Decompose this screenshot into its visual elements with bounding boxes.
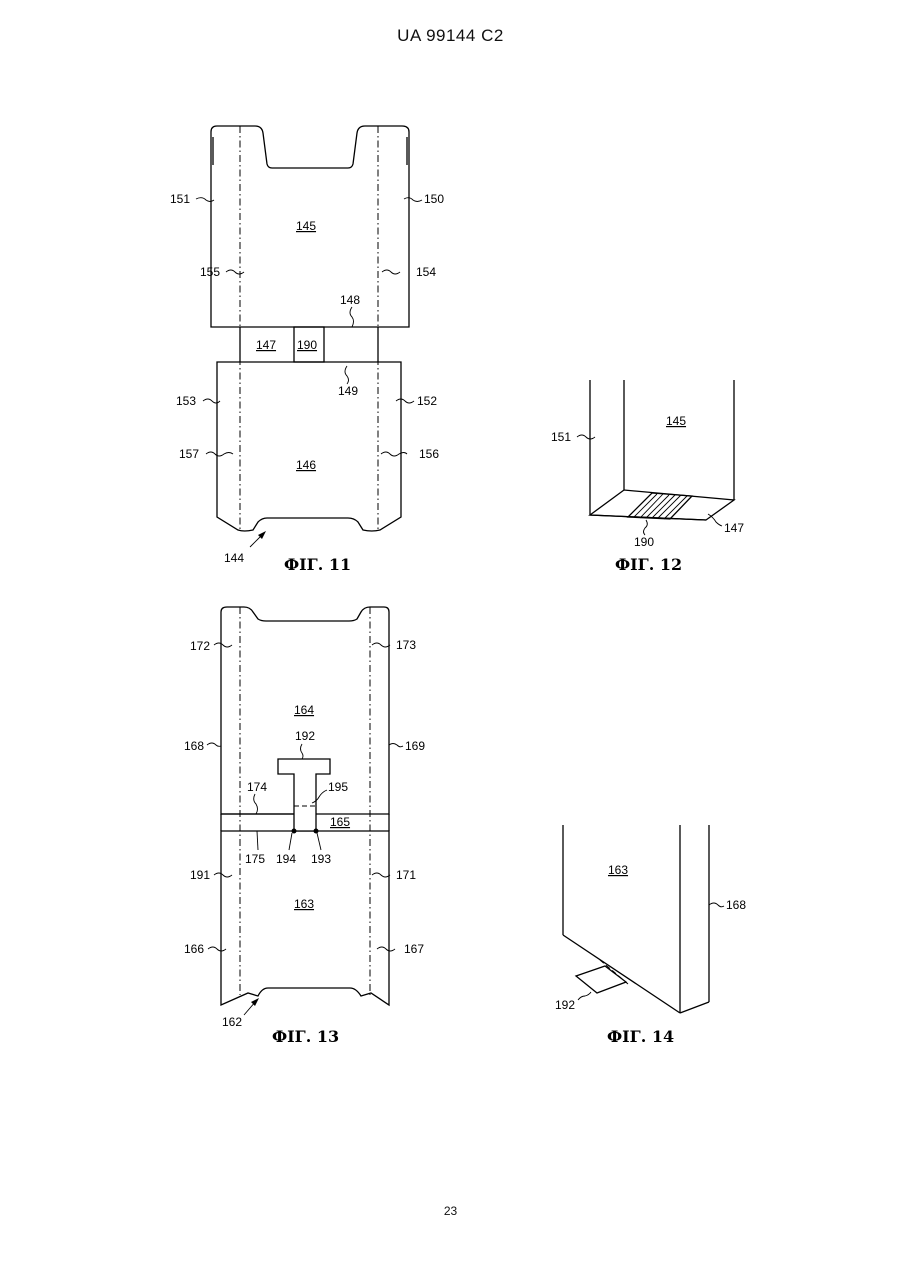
fig11-caption: ФІГ. 11 — [284, 555, 351, 574]
fig11-leader-154 — [382, 270, 400, 274]
fig13-point-193 — [314, 829, 319, 834]
fig13-leader-192 — [301, 744, 304, 759]
fig13-label-166: 166 — [184, 942, 204, 956]
fig11-label-155: 155 — [200, 265, 220, 279]
fig11-leader-149 — [345, 366, 349, 384]
fig12-label-151: 151 — [551, 430, 571, 444]
fig13-leader-191 — [214, 873, 232, 877]
figure-14: 163 168 192 ФІГ. 14 — [555, 825, 746, 1046]
fig11-leader-148 — [350, 307, 354, 327]
fig11-label-144: 144 — [224, 551, 244, 565]
fig13-caption: ФІГ. 13 — [272, 1027, 339, 1046]
fig11-label-151: 151 — [170, 192, 190, 206]
fig13-leader-168 — [207, 743, 221, 746]
fig13-label-173: 173 — [396, 638, 416, 652]
fig11-ref-190: 190 — [297, 338, 317, 352]
fig11-leader-155 — [226, 270, 244, 274]
figure-11: 145 147 190 146 151 150 155 154 148 149 … — [170, 126, 444, 574]
fig13-ref-165: 165 — [330, 815, 350, 829]
fig13-label-168: 168 — [184, 739, 204, 753]
fig14-bottom-corner — [680, 1002, 709, 1013]
fig14-tab-192 — [576, 966, 626, 993]
fig13-label-169: 169 — [405, 739, 425, 753]
fig11-ref-147: 147 — [256, 338, 276, 352]
fig13-label-167: 167 — [404, 942, 424, 956]
fig13-leader-174 — [254, 794, 258, 814]
figure-13: 164 165 163 172 173 168 169 192 174 195 … — [184, 607, 425, 1046]
fig12-caption: ФІГ. 12 — [615, 555, 682, 574]
fig11-ref-146: 146 — [296, 458, 316, 472]
fig13-label-193: 193 — [311, 852, 331, 866]
fig13-leader-175 — [257, 831, 258, 850]
fig14-ref-163: 163 — [608, 863, 628, 877]
fig11-label-148: 148 — [340, 293, 360, 307]
page-number: 23 — [0, 1204, 901, 1218]
fig13-point-194 — [292, 829, 297, 834]
fig11-label-154: 154 — [416, 265, 436, 279]
fig13-leader-166 — [208, 947, 226, 951]
fig11-label-150: 150 — [424, 192, 444, 206]
fig12-leader-151 — [577, 435, 595, 439]
fig14-label-192: 192 — [555, 998, 575, 1012]
fig11-leader-156 — [381, 452, 407, 456]
fig13-leader-169 — [389, 744, 403, 747]
fig12-ref-145: 145 — [666, 414, 686, 428]
fig11-leader-150 — [404, 198, 422, 202]
fig11-leader-152 — [396, 399, 414, 403]
fig11-leader-157 — [206, 452, 233, 456]
fig13-leader-171 — [372, 873, 390, 877]
fig11-label-149: 149 — [338, 384, 358, 398]
fig13-label-174: 174 — [247, 780, 267, 794]
fig12-leader-190 — [644, 520, 648, 535]
fig11-label-152: 152 — [417, 394, 437, 408]
fig14-label-168: 168 — [726, 898, 746, 912]
fig13-label-192: 192 — [295, 729, 315, 743]
fig14-leader-168 — [709, 903, 724, 907]
fig13-label-194: 194 — [276, 852, 296, 866]
fig13-leader-193 — [317, 833, 321, 850]
fig13-label-172: 172 — [190, 639, 210, 653]
fig11-label-153: 153 — [176, 394, 196, 408]
fig13-label-162: 162 — [222, 1015, 242, 1029]
fig11-lower-panel-outline — [217, 362, 401, 531]
fig12-leader-147 — [708, 514, 722, 526]
fig14-leader-192 — [578, 992, 591, 1000]
fig13-label-191: 191 — [190, 868, 210, 882]
fig12-label-190: 190 — [634, 535, 654, 549]
fig11-label-157: 157 — [179, 447, 199, 461]
fig13-label-171: 171 — [396, 868, 416, 882]
fig11-ref-145: 145 — [296, 219, 316, 233]
fig13-leader-172 — [214, 643, 232, 647]
fig11-label-156: 156 — [419, 447, 439, 461]
fig13-leader-194 — [289, 833, 292, 850]
fig13-leader-173 — [372, 643, 390, 647]
fig13-ref-163: 163 — [294, 897, 314, 911]
fig13-label-195: 195 — [328, 780, 348, 794]
fig13-label-175: 175 — [245, 852, 265, 866]
fig13-ref-164: 164 — [294, 703, 314, 717]
fig13-leader-167 — [377, 947, 395, 951]
fig13-tab-192 — [278, 759, 330, 831]
figure-12: 145 151 190 147 ФІГ. 12 — [551, 380, 744, 574]
fig12-hatching — [634, 494, 687, 519]
fig14-caption: ФІГ. 14 — [607, 1027, 674, 1046]
fig12-label-147: 147 — [724, 521, 744, 535]
